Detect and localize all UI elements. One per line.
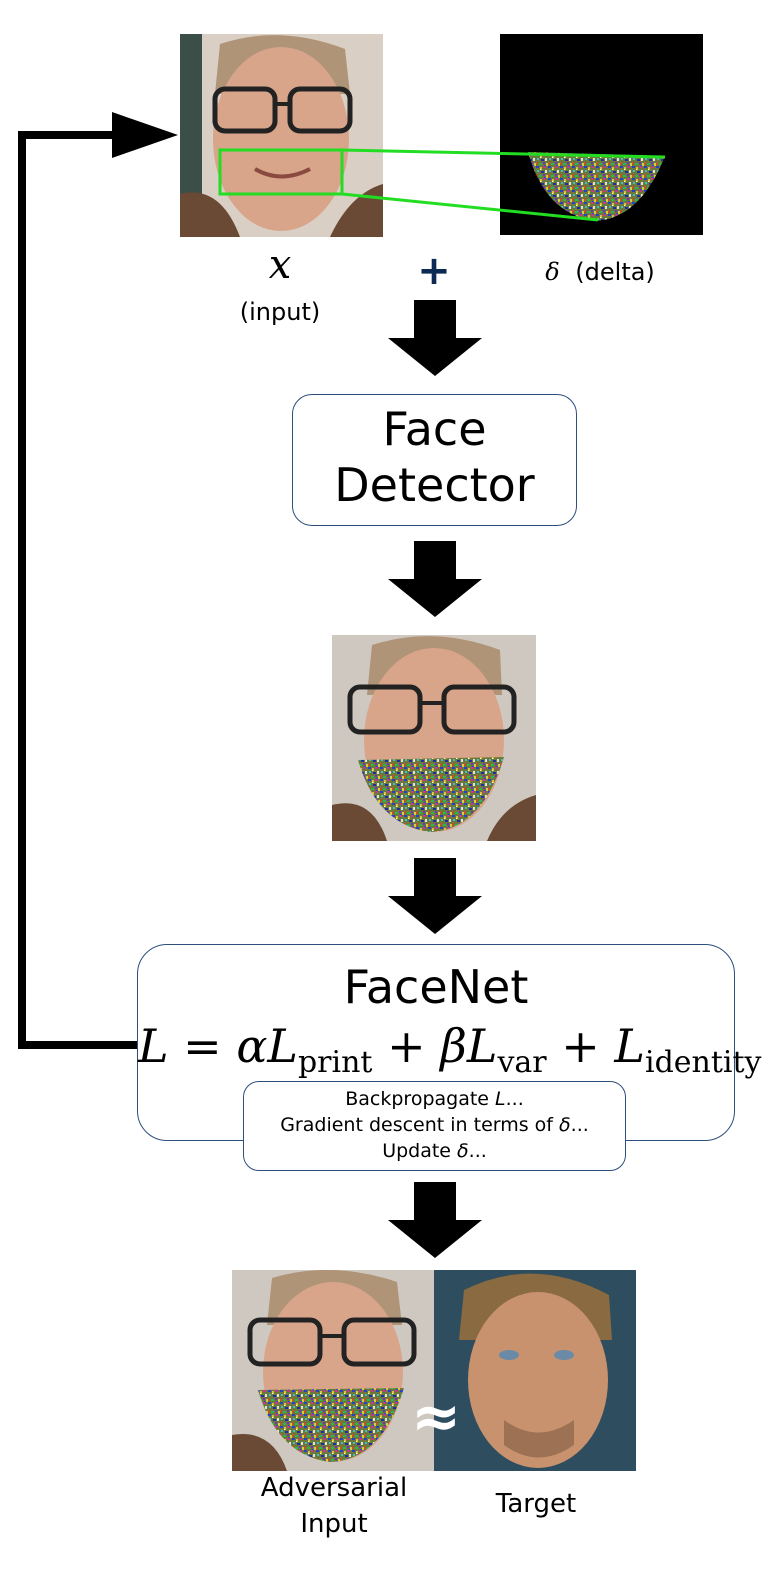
delta-symbol: δ <box>545 258 560 286</box>
target-label: Target <box>495 1489 577 1519</box>
backprop-line-3: Update δ... <box>382 1140 487 1162</box>
adversarial-label-line1: Adversarial <box>260 1473 408 1503</box>
loss-L-var: L <box>466 1019 498 1073</box>
delta-image <box>500 34 703 235</box>
delta-label-group: δ (delta) <box>510 258 690 286</box>
face-detector-line2: Detector <box>334 458 535 512</box>
backprop-box: Backpropagate L... Gradient descent in t… <box>243 1081 626 1171</box>
loss-print-subscript: print <box>297 1045 373 1081</box>
backprop-line-2: Gradient descent in terms of δ... <box>280 1114 589 1136</box>
loss-identity-subscript: identity <box>644 1045 762 1081</box>
loss-plus-1: + <box>372 1019 441 1073</box>
facenet-title: FaceNet <box>343 960 529 1014</box>
face-detector-line1: Face <box>382 402 487 456</box>
adversarial-input-label: Adversarial Input <box>234 1470 434 1542</box>
approx-symbol: ≈ <box>410 1382 462 1452</box>
loss-L-print: L <box>267 1019 298 1073</box>
loss-equals: = <box>168 1019 237 1073</box>
masked-face-image <box>332 635 536 841</box>
down-arrow-4 <box>388 1182 482 1258</box>
face-detector-box: Face Detector <box>292 394 577 526</box>
loss-plus-2: + <box>546 1019 615 1073</box>
adversarial-label-line2: Input <box>300 1509 368 1539</box>
loss-L-identity: L <box>614 1019 645 1073</box>
delta-label: (delta) <box>575 258 655 286</box>
loss-alpha: α <box>236 1019 268 1073</box>
facenet-box: FaceNet <box>137 944 735 1141</box>
input-symbol: 𝑥 <box>268 242 292 288</box>
mouth-region-highlight <box>218 148 666 222</box>
input-face-image <box>180 34 383 237</box>
loss-formula: L = αLprint + βLvar + Lidentity <box>138 1016 762 1093</box>
input-label: (input) <box>239 298 321 326</box>
backprop-line-1: Backpropagate L... <box>345 1088 524 1110</box>
down-arrow-1 <box>388 300 482 376</box>
down-arrow-3 <box>388 858 482 934</box>
loss-L: L <box>138 1019 169 1073</box>
adversarial-input-image <box>232 1270 434 1471</box>
target-image <box>434 1270 636 1471</box>
plus-sign: + <box>417 248 451 294</box>
loss-var-subscript: var <box>497 1045 547 1081</box>
down-arrow-2 <box>388 541 482 617</box>
loss-beta: β <box>440 1019 467 1073</box>
